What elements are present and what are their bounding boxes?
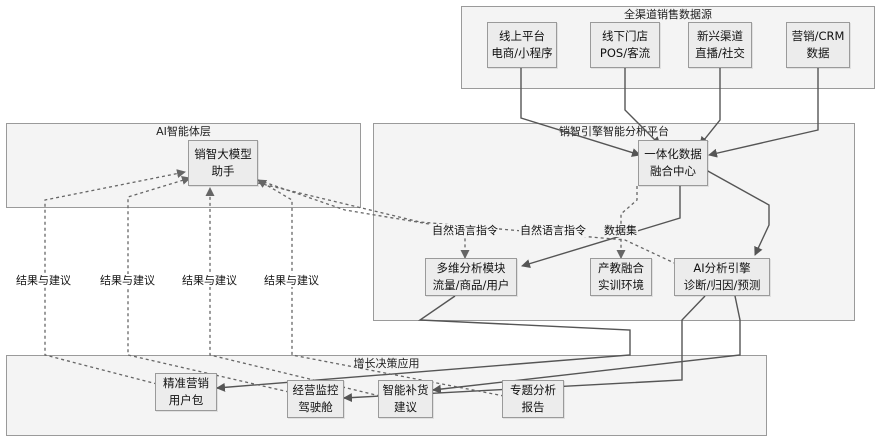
edge-online-to-fusion: [520, 68, 641, 157]
edge-fusion-to-multi: [521, 183, 681, 268]
node-multi-dim-analysis: 多维分析模块 流量/商品/用户: [425, 258, 517, 296]
node-crm-line1: 营销/CRM: [791, 29, 845, 43]
node-newchan-line1: 新兴渠道: [697, 29, 743, 43]
node-precision-line1: 精准营销: [163, 376, 209, 390]
node-edu-sandbox: 产教融合 实训环境: [590, 258, 652, 296]
edge-cockpit-to-assistant: [127, 176, 290, 393]
node-assistant-line2: 助手: [211, 164, 235, 178]
edge-newchan-to-fusion: [699, 68, 721, 146]
edge-multi-to-precision: [216, 295, 631, 392]
node-sandbox-line1: 产教融合: [598, 261, 644, 275]
edge-label-result-1: 结果与建议: [15, 274, 72, 287]
node-offline-line2: POS/客流: [599, 46, 651, 60]
group-title-sales-sources: 全渠道销售数据源: [624, 8, 712, 21]
node-cockpit-line2: 驾驶舱: [298, 400, 333, 414]
node-engine-line2: 诊断/归因/预测: [683, 278, 761, 292]
node-cockpit-line1: 经营监控: [292, 383, 339, 397]
node-report-line2: 报告: [521, 400, 545, 414]
node-llm-assistant: 销智大模型 助手: [188, 140, 258, 186]
node-multi-line1: 多维分析模块: [436, 261, 506, 275]
node-assistant-line1: 销智大模型: [194, 147, 252, 161]
node-online-line2: 电商/小程序: [491, 46, 553, 60]
node-multi-line2: 流量/商品/用户: [432, 278, 510, 292]
edge-offline-to-fusion: [624, 68, 661, 146]
node-topic-report: 专题分析 报告: [502, 380, 564, 418]
node-fusion-line1: 一体化数据: [644, 147, 702, 161]
edge-crm-to-fusion: [708, 68, 819, 158]
node-data-fusion-center: 一体化数据 融合中心: [638, 140, 708, 186]
node-new-channels: 新兴渠道 直播/社交: [688, 22, 752, 68]
node-replenish-line2: 建议: [394, 400, 417, 414]
node-report-line1: 专题分析: [510, 383, 556, 397]
edge-label-result-2: 结果与建议: [99, 274, 156, 287]
node-online-platform: 线上平台 电商/小程序: [487, 22, 557, 68]
group-title-ai-layer: AI智能体层: [156, 125, 211, 138]
edge-engine-to-replenish: [432, 295, 741, 394]
node-sandbox-line2: 实训环境: [598, 278, 644, 292]
node-offline-store: 线下门店 POS/客流: [590, 22, 660, 68]
edge-label-dataset: 数据集: [603, 224, 638, 237]
edge-report-to-assistant: [257, 179, 505, 397]
edge-fusion-to-engine: [705, 169, 770, 256]
node-smart-replenish: 智能补货 建议: [378, 380, 433, 418]
node-precision-line2: 用户包: [168, 393, 204, 407]
group-ai-layer: AI智能体层: [6, 123, 361, 208]
edge-label-result-4: 结果与建议: [263, 274, 320, 287]
node-newchan-line2: 直播/社交: [695, 46, 745, 60]
node-crm-data: 营销/CRM 数据: [786, 22, 850, 68]
group-title-analysis-platform: 销智引擎智能分析平台: [559, 125, 669, 138]
edge-fusion-to-sandbox: [616, 186, 638, 259]
node-replenish-line1: 智能补货: [382, 383, 429, 397]
node-offline-line1: 线下门店: [602, 29, 648, 43]
node-precision-marketing: 精准营销 用户包: [155, 373, 217, 411]
edge-assistant-to-multi: [257, 179, 470, 259]
node-fusion-line2: 融合中心: [650, 164, 696, 178]
node-ai-engine: AI分析引擎 诊断/归因/预测: [674, 258, 770, 296]
edge-label-result-3: 结果与建议: [181, 274, 238, 287]
group-title-growth-apps: 增长决策应用: [353, 357, 420, 370]
edge-label-nl-to-engine: 自然语言指令: [519, 224, 587, 237]
edge-label-nl-to-multi: 自然语言指令: [431, 224, 499, 237]
node-engine-line1: AI分析引擎: [693, 261, 751, 275]
node-crm-line2: 数据: [806, 46, 830, 60]
node-online-line1: 线上平台: [499, 29, 545, 43]
node-ops-cockpit: 经营监控 驾驶舱: [287, 380, 344, 418]
edge-replenish-to-assistant: [205, 187, 381, 397]
